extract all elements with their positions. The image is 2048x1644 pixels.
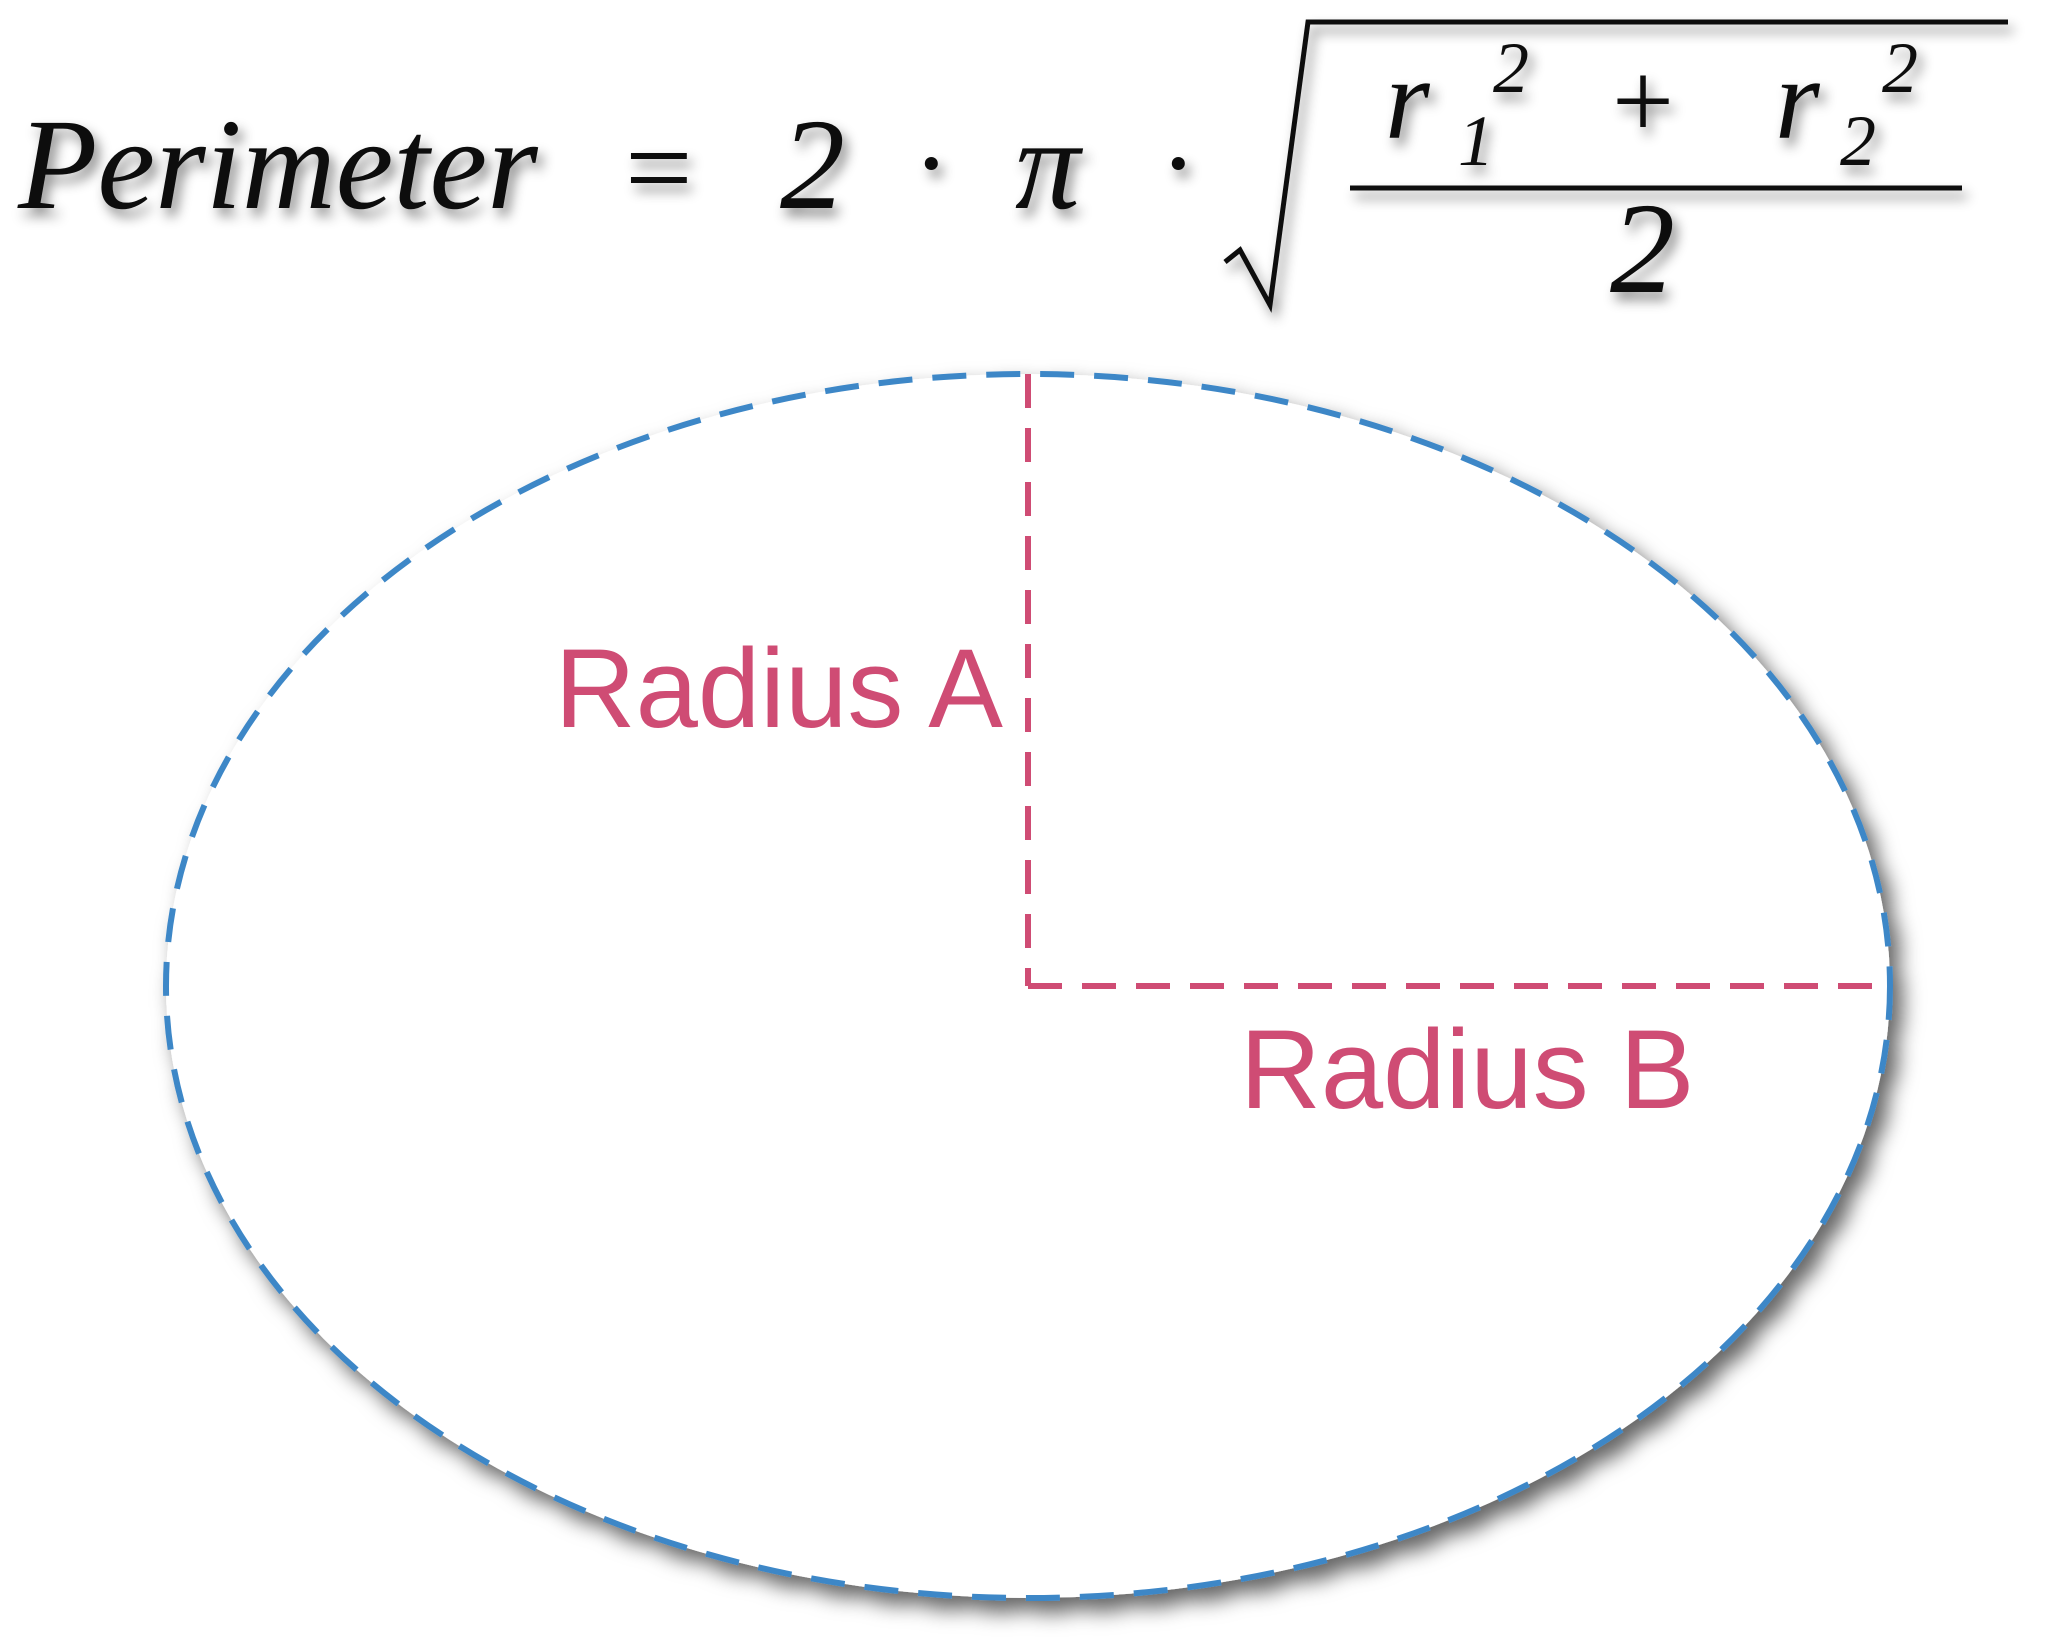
formula-r2: r <box>1775 36 1821 163</box>
formula-equals: = <box>625 101 693 234</box>
formula-sub-2: 2 <box>1840 101 1876 181</box>
formula-r1: r <box>1385 36 1431 163</box>
perimeter-formula: Perimeter = 2 · π · r 1 2 + r 2 2 2 <box>17 19 2008 321</box>
radius-b-label: Radius B <box>1240 1007 1694 1132</box>
formula-dot-1: · <box>913 102 950 224</box>
formula-denominator: 2 <box>1610 177 1675 321</box>
formula-plus: + <box>1612 40 1674 162</box>
radical-sign <box>1223 19 2008 313</box>
formula-dot-2: · <box>1160 102 1197 224</box>
formula-lhs: Perimeter <box>17 93 538 237</box>
radius-a-label: Radius A <box>555 626 1004 751</box>
formula-sub-1: 1 <box>1458 101 1494 181</box>
formula-pi: π <box>1015 93 1084 237</box>
formula-exp-1: 2 <box>1493 28 1529 108</box>
formula-coefficient: 2 <box>780 93 845 237</box>
formula-exp-2: 2 <box>1882 28 1918 108</box>
